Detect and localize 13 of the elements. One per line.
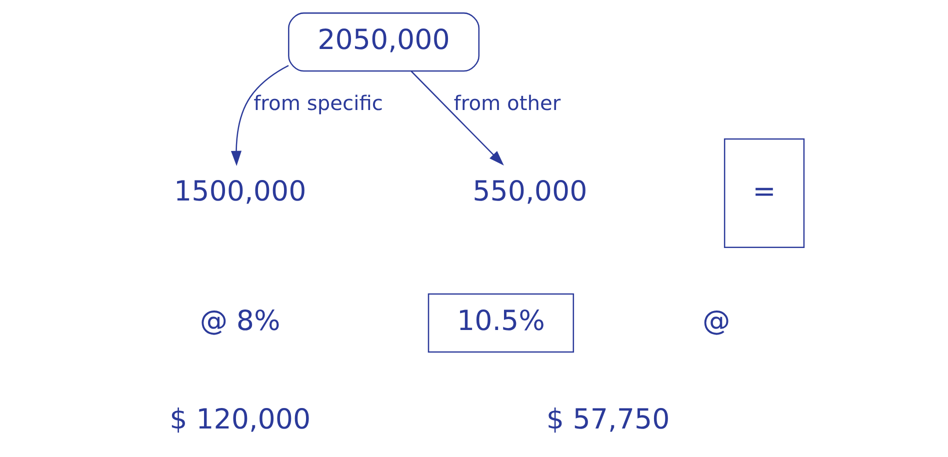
- label: @: [702, 304, 730, 338]
- arrow: [230, 65, 288, 166]
- arrow: [410, 70, 504, 166]
- node-box: =: [723, 138, 804, 248]
- label: @ 8%: [199, 304, 280, 338]
- node-text: 550,000: [472, 174, 587, 208]
- node-box: 10.5%: [427, 293, 574, 353]
- node-box: 2050,000: [288, 12, 480, 72]
- node-text: 1500,000: [174, 174, 306, 208]
- label: $ 120,000: [169, 402, 310, 436]
- label: $ 57,750: [546, 402, 670, 436]
- edge-label: from other: [453, 90, 560, 115]
- edge-label: from specific: [253, 90, 382, 115]
